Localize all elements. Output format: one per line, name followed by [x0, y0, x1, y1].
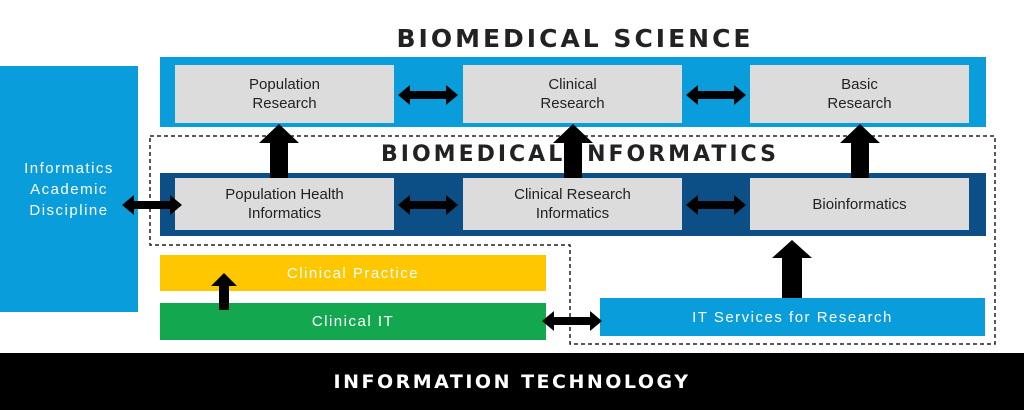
- clinical-practice-label: Clinical Practice: [286, 264, 420, 282]
- it-services-for-research-label: IT Services for Research: [692, 308, 893, 326]
- double-arrow-icon: [398, 85, 458, 105]
- double-arrow-icon: [686, 85, 746, 105]
- informatics-academic-discipline-label: Informatics Academic Discipline: [24, 159, 114, 219]
- clinical-it-label: Clinical IT: [311, 313, 395, 330]
- information-technology-bar: INFORMATION TECHNOLOGY: [0, 353, 1024, 410]
- up-arrow-icon: [553, 124, 593, 178]
- clinical-research-informatics-box: Clinical Research Informatics: [463, 178, 682, 230]
- it-services-for-research-bar: IT Services for Research: [600, 298, 985, 336]
- information-technology-title: INFORMATION TECHNOLOGY: [333, 370, 691, 393]
- up-arrow-icon: [211, 273, 237, 310]
- biomedical-science-title: BIOMEDICAL SCIENCE: [396, 23, 754, 53]
- double-arrow-icon: [122, 195, 182, 215]
- bioinformatics-box: Bioinformatics: [750, 178, 969, 230]
- basic-research-box: Basic Research: [750, 65, 969, 123]
- double-arrow-icon: [686, 195, 746, 215]
- up-arrow-icon: [772, 240, 812, 298]
- double-arrow-icon: [398, 195, 458, 215]
- population-health-informatics-box: Population Health Informatics: [175, 178, 394, 230]
- up-arrow-icon: [840, 124, 880, 178]
- double-arrow-icon: [542, 311, 602, 331]
- up-arrow-icon: [259, 124, 299, 178]
- informatics-academic-discipline-panel: Informatics Academic Discipline: [0, 66, 138, 312]
- clinical-research-box: Clinical Research: [463, 65, 682, 123]
- population-research-box: Population Research: [175, 65, 394, 123]
